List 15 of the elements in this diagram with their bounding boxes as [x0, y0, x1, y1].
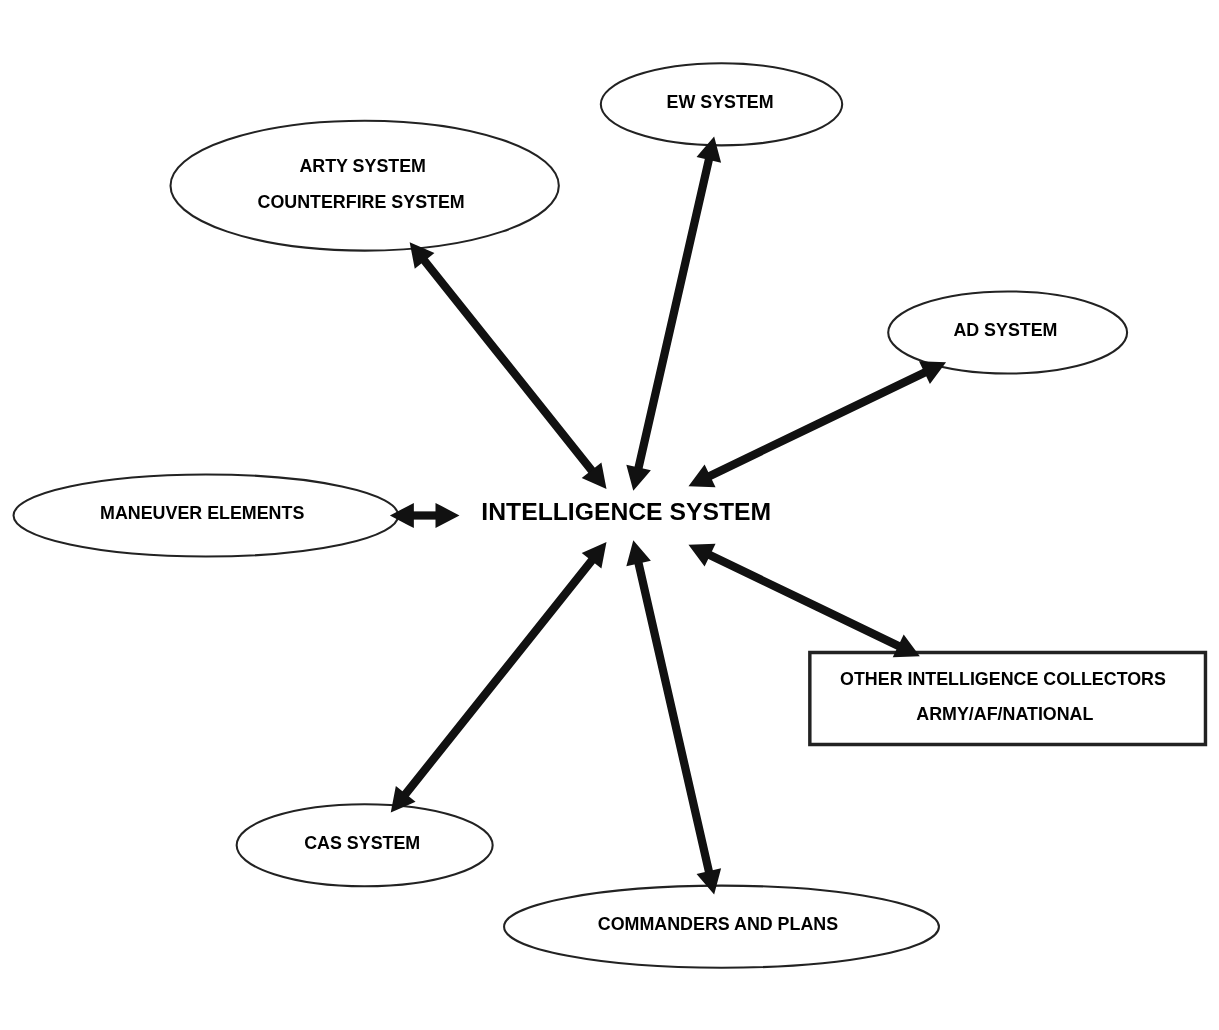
- node-ellipse: AD SYSTEM: [887, 289, 1129, 375]
- arrow: [626, 135, 722, 491]
- node-ellipse: EW SYSTEM: [599, 61, 844, 146]
- node-ellipse: ARTY SYSTEM COUNTERFIRE SYSTEM: [169, 119, 560, 252]
- arrow: [409, 241, 607, 489]
- arrow: [688, 360, 947, 487]
- node-box: OTHER INTELLIGENCE COLLECTORS ARMY/AF/NATIONAL: [808, 650, 1208, 746]
- arrow: [390, 541, 607, 813]
- node-text: INTELLIGENCE SYSTEM: [481, 497, 772, 525]
- arrow: [389, 502, 460, 528]
- arrow: [688, 543, 920, 657]
- node-ellipse: COMMANDERS AND PLANS: [503, 884, 940, 969]
- arrow: [626, 539, 722, 895]
- node-ellipse: MANEUVER ELEMENTS: [12, 472, 400, 558]
- node-ellipse: CAS SYSTEM: [235, 802, 494, 887]
